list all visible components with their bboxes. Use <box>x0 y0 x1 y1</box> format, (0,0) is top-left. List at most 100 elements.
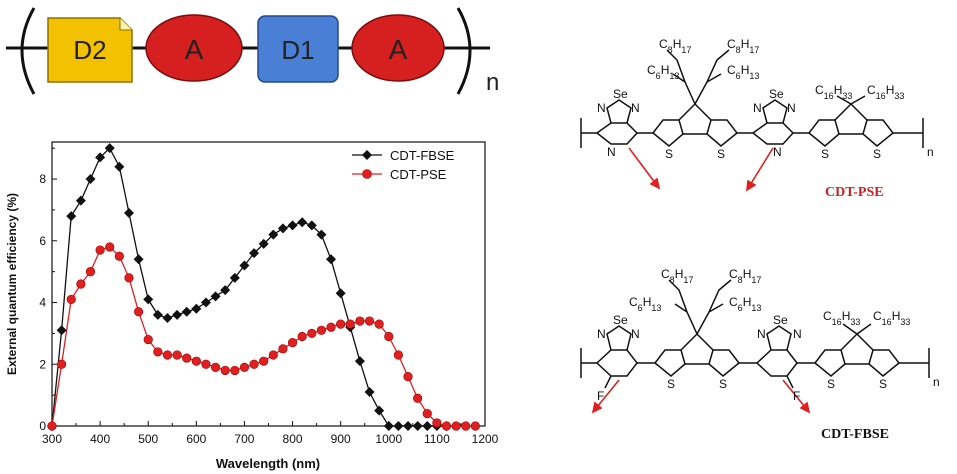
data-point-cdt-fbse <box>249 248 260 259</box>
data-point-cdt-pse <box>287 338 298 348</box>
fbse-cdt2-bridge <box>840 332 874 351</box>
data-point-cdt-pse <box>143 334 153 345</box>
x-tick-label: 900 <box>331 432 351 446</box>
x-tick-label: 300 <box>42 432 62 446</box>
data-point-cdt-pse <box>57 359 67 369</box>
legend: CDT-FBSE CDT-PSE <box>352 148 455 182</box>
pse-atom-n1a: N <box>597 101 606 115</box>
data-point-cdt-fbse <box>220 285 231 296</box>
data-point-cdt-pse <box>191 356 201 366</box>
legend-label-pse: CDT-PSE <box>390 167 447 182</box>
pse-chain-c16h33-a: C16H33 <box>815 83 852 101</box>
pse-acceptor1-ring <box>595 122 639 145</box>
y-tick-label: 6 <box>39 234 46 248</box>
data-point-cdt-fbse <box>162 312 173 323</box>
data-point-cdt-fbse <box>200 297 211 308</box>
fbse-chain-left <box>668 279 698 335</box>
data-point-cdt-fbse <box>374 405 385 416</box>
data-point-cdt-fbse <box>85 174 96 185</box>
data-point-cdt-fbse <box>326 254 337 265</box>
structure-cdt-fbse: Se N N F S S Se N N F S S C8H17 C6H13 C8… <box>580 267 940 442</box>
data-point-cdt-pse <box>403 372 413 382</box>
data-point-cdt-pse <box>364 316 375 326</box>
x-tick-label: 700 <box>234 432 254 446</box>
polymer-scheme: D2 A D1 A n <box>6 7 499 96</box>
pse-arrow-1-head <box>649 177 661 190</box>
fbse-left-bracket <box>580 348 597 378</box>
pse-cdt2-right-thiophene <box>862 119 895 147</box>
fbse-atom-f2: F <box>793 389 800 403</box>
fbse-chain-c8h17-b: C8H17 <box>729 267 761 285</box>
fbse-atom-s1: S <box>667 377 675 391</box>
data-point-cdt-fbse <box>123 208 134 218</box>
data-point-cdt-fbse <box>104 143 115 154</box>
data-point-cdt-fbse <box>306 220 317 231</box>
x-tick-label: 500 <box>138 432 158 446</box>
data-point-cdt-pse <box>239 362 250 372</box>
x-tick-label: 1200 <box>472 432 499 446</box>
data-point-cdt-fbse <box>56 325 67 336</box>
data-point-cdt-pse <box>153 347 163 357</box>
data-point-cdt-fbse <box>239 260 250 271</box>
fbse-arrow-2-head <box>799 401 811 414</box>
x-tick-label: 1000 <box>375 432 402 446</box>
data-point-cdt-fbse <box>172 309 183 320</box>
pse-cdt-right-thiophene <box>706 119 739 147</box>
series-line-cdt-fbse <box>51 147 447 427</box>
data-point-cdt-pse <box>345 319 355 329</box>
pse-chain-c6h13-b: C6H13 <box>727 63 759 81</box>
data-point-cdt-pse <box>220 365 230 376</box>
scheme-block-d1 <box>257 15 339 83</box>
pse-atom-n2b: N <box>787 101 796 115</box>
x-tick-label: 1100 <box>424 432 450 446</box>
fbse-chain-c16h33-a: C16H33 <box>823 309 860 327</box>
fbse-atom-se2: Se <box>773 313 788 327</box>
data-point-cdt-pse <box>307 328 317 338</box>
pse-chain-c8h17-a: C8H17 <box>659 37 691 55</box>
pse-arrow-2-head <box>746 179 757 192</box>
data-point-cdt-fbse <box>258 238 269 249</box>
fbse-fluorine1-bond <box>604 375 612 389</box>
data-point-cdt-fbse <box>316 229 327 240</box>
fbse-atom-s3: S <box>827 377 835 391</box>
data-point-cdt-pse <box>47 421 57 431</box>
y-tick-label: 8 <box>39 172 46 186</box>
data-point-cdt-pse <box>336 319 346 329</box>
data-point-cdt-fbse <box>335 288 346 299</box>
legend-marker-fbse <box>362 150 372 160</box>
data-point-cdt-pse <box>114 251 124 261</box>
data-point-cdt-pse <box>268 350 278 360</box>
data-point-cdt-pse <box>393 350 404 360</box>
data-point-cdt-pse <box>95 245 105 255</box>
fbse-cdt-left-thiophene <box>653 349 686 377</box>
pse-acceptor2-ring <box>751 122 795 145</box>
fbse-acceptor1-ring <box>595 349 638 377</box>
fbse-right-bracket <box>899 348 930 378</box>
fbse-atom-n1a: N <box>597 327 606 341</box>
pse-atom-s3: S <box>821 147 829 161</box>
y-tick-label: 4 <box>39 296 46 310</box>
x-tick-label: 400 <box>90 432 110 446</box>
data-point-cdt-fbse <box>364 387 375 398</box>
pse-chain-left <box>666 49 696 105</box>
series-line-cdt-pse <box>51 246 476 427</box>
pse-acceptor2-selenadiazole <box>762 99 788 124</box>
pse-atom-s4: S <box>873 147 881 161</box>
data-point-cdt-fbse <box>210 291 221 302</box>
data-point-cdt-fbse <box>114 161 125 172</box>
pse-left-bracket <box>580 118 597 148</box>
scheme-right-bracket <box>456 7 472 95</box>
fbse-chain-c8h17-a: C8H17 <box>661 267 693 285</box>
data-point-cdt-pse <box>182 353 192 363</box>
data-point-cdt-pse <box>201 359 211 369</box>
label-cdt-pse: CDT-PSE <box>825 185 884 200</box>
y-tick-label: 0 <box>39 419 46 433</box>
pse-cdt2-left-thiophene <box>807 119 840 147</box>
data-point-cdt-pse <box>134 307 144 317</box>
fbse-atom-n1b: N <box>631 327 640 341</box>
data-point-cdt-pse <box>422 409 432 419</box>
data-point-cdt-fbse <box>412 421 423 431</box>
data-point-cdt-pse <box>384 331 394 342</box>
pse-acceptor1-selenadiazole <box>606 99 632 124</box>
